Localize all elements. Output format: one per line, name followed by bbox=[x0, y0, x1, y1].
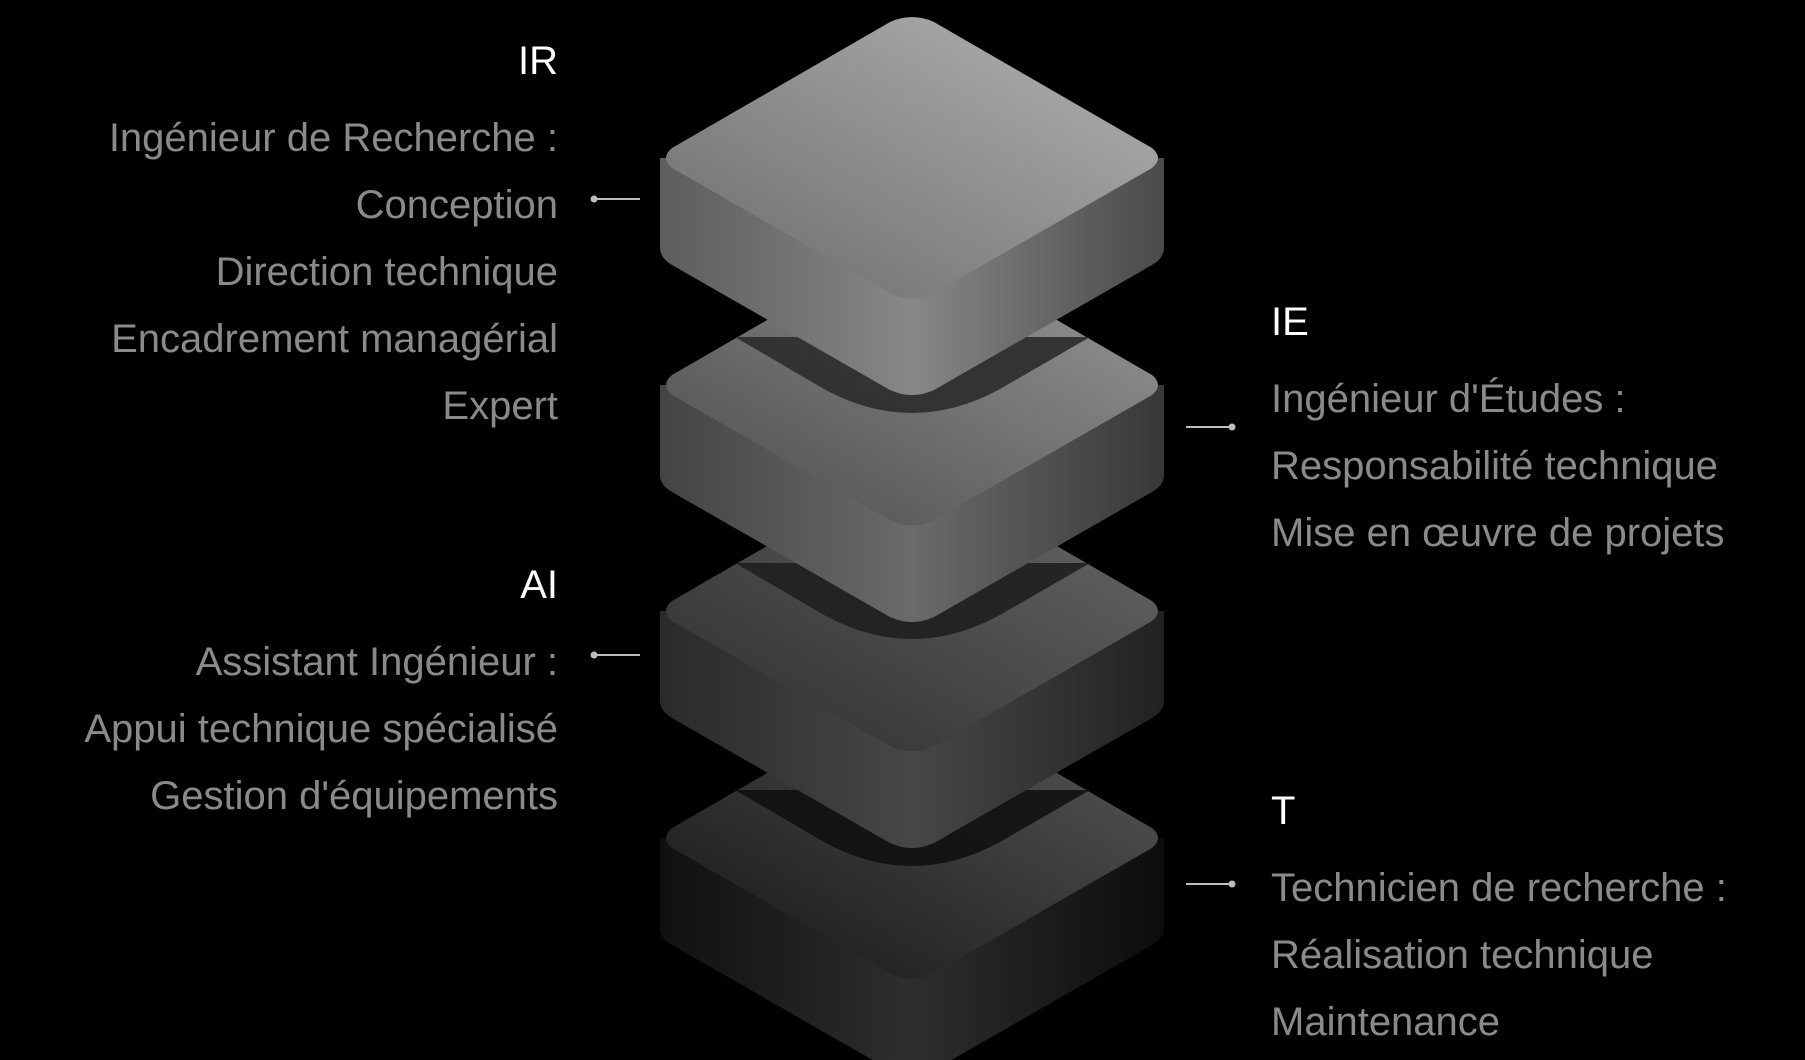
level-ir-line: Expert bbox=[442, 384, 558, 428]
level-ir-line: Direction technique bbox=[215, 250, 558, 294]
level-ie-code: IE bbox=[1271, 300, 1309, 344]
layer-ir-top bbox=[666, 17, 1158, 299]
level-ai-code: AI bbox=[520, 563, 558, 607]
level-ai-line: Assistant Ingénieur : bbox=[195, 640, 558, 684]
level-t-line: Réalisation technique bbox=[1271, 933, 1654, 977]
level-ir-line: Ingénieur de Recherche : bbox=[108, 116, 558, 160]
connector-ie bbox=[1186, 423, 1236, 431]
level-t-code: T bbox=[1271, 789, 1296, 833]
connector-ir bbox=[590, 195, 640, 203]
connector-ai bbox=[590, 651, 640, 659]
level-ie-line: Ingénieur d'Études : bbox=[1271, 377, 1626, 421]
connector-t bbox=[1186, 880, 1236, 888]
level-ie-label: IE Ingénieur d'Études : Responsabilité t… bbox=[1271, 298, 1725, 567]
level-ai-line: Gestion d'équipements bbox=[150, 774, 558, 818]
level-ir-line: Encadrement managérial bbox=[111, 317, 558, 361]
level-ir-line: Conception bbox=[355, 183, 558, 227]
level-t-label: T Technicien de recherche : Réalisation … bbox=[1271, 787, 1727, 1056]
connector-ie-dot bbox=[1228, 423, 1236, 431]
connector-ai-dot bbox=[590, 651, 598, 659]
level-t-line: Technicien de recherche : bbox=[1271, 866, 1727, 910]
layer-ir bbox=[660, 17, 1164, 395]
level-ie-line: Responsabilité technique bbox=[1271, 444, 1718, 488]
connector-t-dot bbox=[1228, 880, 1236, 888]
level-ir-label: IR Ingénieur de Recherche : Conception D… bbox=[109, 37, 558, 440]
level-t-line: Maintenance bbox=[1271, 1000, 1501, 1044]
level-ir-code: IR bbox=[518, 39, 558, 83]
level-ai-label: AI Assistant Ingénieur : Appui technique… bbox=[84, 561, 558, 830]
connector-ir-dot bbox=[590, 195, 598, 203]
level-ai-line: Appui technique spécialisé bbox=[84, 707, 558, 751]
level-ie-line: Mise en œuvre de projets bbox=[1271, 511, 1725, 555]
